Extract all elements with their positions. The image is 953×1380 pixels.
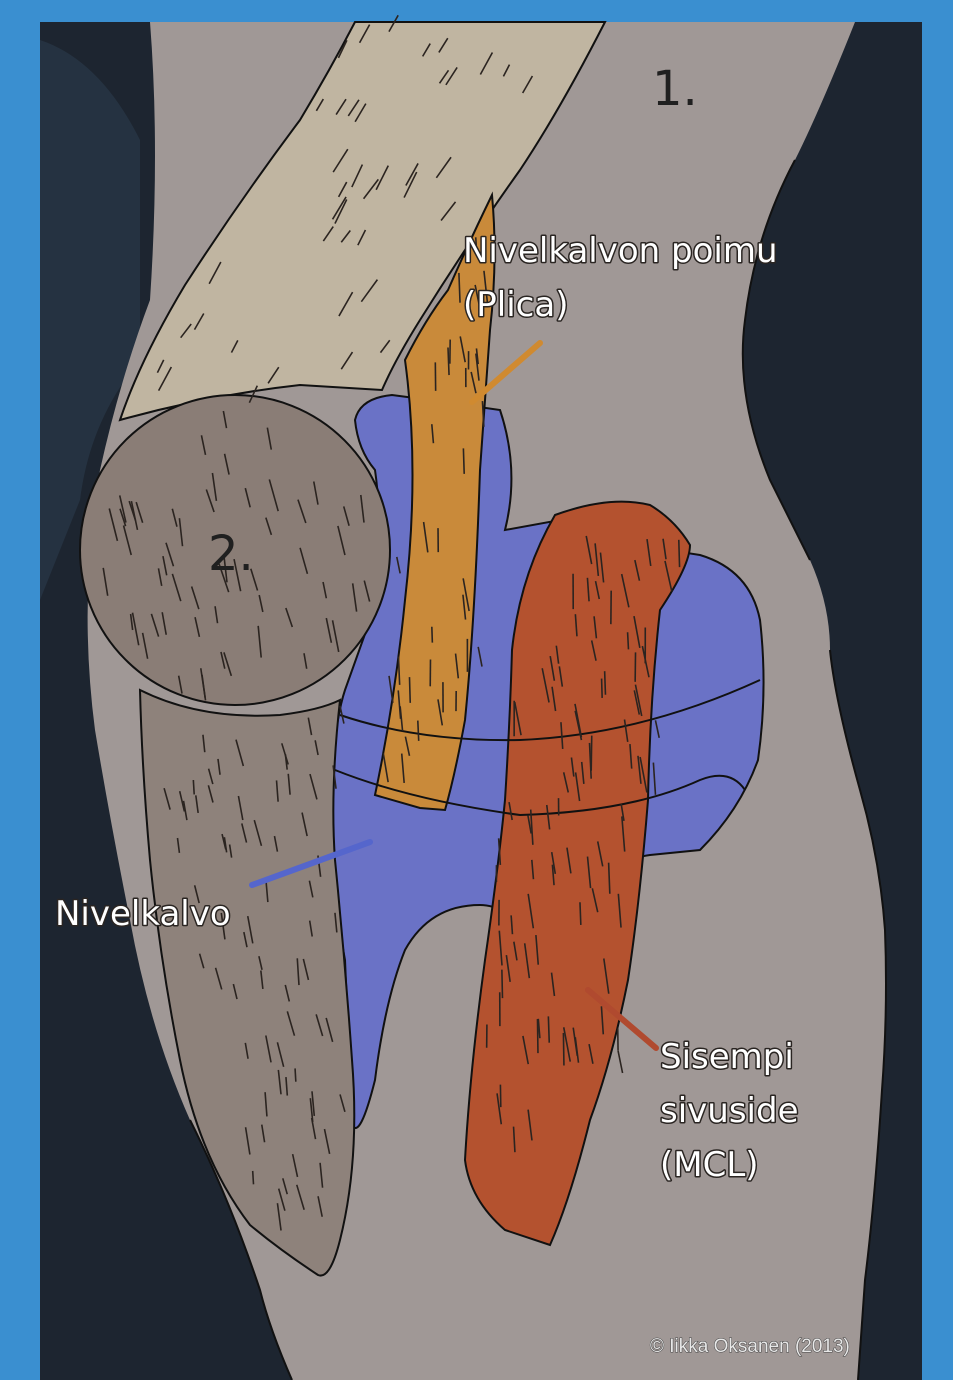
- fiber-stroke: [448, 347, 449, 375]
- mcl-label-line2: sivuside: [660, 1091, 799, 1131]
- fiber-stroke: [548, 1016, 549, 1042]
- mcl-label-line3: (MCL): [660, 1145, 759, 1185]
- fiber-stroke: [502, 970, 503, 998]
- fiber-stroke: [605, 671, 606, 695]
- fiber-stroke: [463, 448, 464, 474]
- fiber-stroke: [563, 1033, 564, 1066]
- fiber-stroke: [409, 677, 410, 703]
- fiber-stroke: [295, 1068, 296, 1081]
- fiber-stroke: [253, 1171, 254, 1184]
- fiber-stroke: [459, 273, 460, 303]
- fiber-stroke: [418, 721, 419, 741]
- plica-label-line1: Nivelkalvon poimu: [463, 231, 778, 271]
- fiber-stroke: [580, 902, 581, 925]
- fiber-stroke: [602, 679, 603, 698]
- fiber-stroke: [679, 540, 680, 567]
- plica-label-line2: (Plica): [463, 285, 568, 325]
- region-1-label: 1.: [652, 61, 698, 117]
- fiber-stroke: [432, 627, 433, 643]
- fiber-stroke: [193, 780, 194, 794]
- region-2-label: 2.: [208, 526, 254, 582]
- fiber-stroke: [628, 632, 629, 649]
- copyright-credit: © Iikka Oksanen (2013): [650, 1336, 850, 1357]
- mcl-label-line1: Sisempi: [660, 1037, 794, 1077]
- synovium-label: Nivelkalvo: [55, 894, 231, 934]
